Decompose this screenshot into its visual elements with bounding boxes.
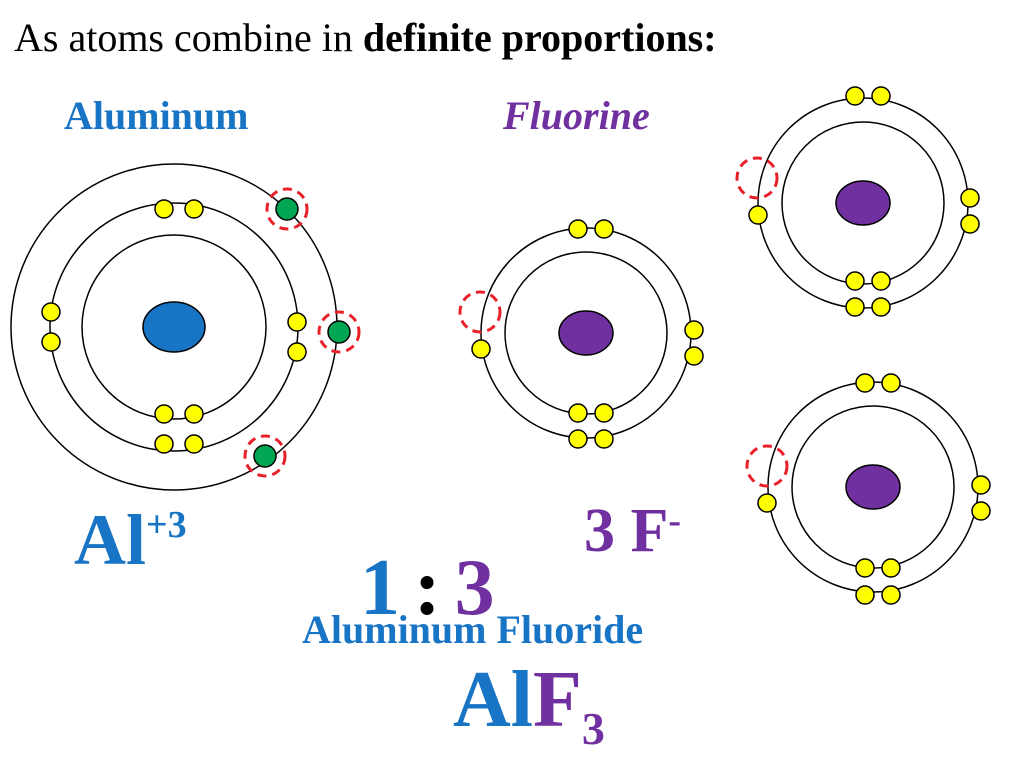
valence-electron bbox=[253, 444, 277, 468]
electron-shell bbox=[81, 234, 267, 420]
electron-gap-marker bbox=[458, 290, 502, 334]
electron bbox=[594, 219, 614, 239]
aluminum-label: Aluminum bbox=[64, 93, 249, 138]
electron bbox=[757, 493, 777, 513]
electron bbox=[287, 342, 307, 362]
nucleus bbox=[845, 464, 901, 510]
electron bbox=[855, 373, 875, 393]
nucleus bbox=[835, 180, 891, 226]
electron bbox=[287, 312, 307, 332]
electron bbox=[154, 199, 174, 219]
fluoride-ion: 3 F- bbox=[584, 497, 682, 565]
electron bbox=[845, 86, 865, 106]
electron bbox=[568, 429, 588, 449]
electron bbox=[960, 214, 980, 234]
electron bbox=[960, 188, 980, 208]
electron bbox=[568, 403, 588, 423]
electron bbox=[748, 205, 768, 225]
electron bbox=[684, 320, 704, 340]
electron bbox=[971, 501, 991, 521]
electron bbox=[855, 585, 875, 605]
electron bbox=[471, 339, 491, 359]
electron bbox=[41, 302, 61, 322]
valence-electron bbox=[327, 320, 351, 344]
compound-name: Aluminum Fluoride bbox=[302, 607, 644, 652]
electron bbox=[881, 373, 901, 393]
electron bbox=[855, 558, 875, 578]
fluorine-label: Fluorine bbox=[503, 93, 650, 138]
electron bbox=[871, 297, 891, 317]
electron bbox=[568, 219, 588, 239]
electron bbox=[154, 434, 174, 454]
electron bbox=[871, 86, 891, 106]
electron bbox=[971, 475, 991, 495]
electron-gap-marker bbox=[735, 156, 779, 200]
electron bbox=[594, 403, 614, 423]
aluminum-ion: Al+3 bbox=[74, 500, 187, 580]
electron-gap-marker bbox=[265, 187, 309, 231]
electron bbox=[41, 332, 61, 352]
page-title: As atoms combine in definite proportions… bbox=[14, 15, 717, 60]
nucleus bbox=[142, 301, 206, 353]
combining-ratio: 1:3 bbox=[360, 544, 495, 632]
electron-gap-marker bbox=[745, 444, 789, 488]
electron-gap-marker bbox=[243, 434, 287, 478]
electron bbox=[845, 271, 865, 291]
electron bbox=[684, 346, 704, 366]
electron bbox=[154, 404, 174, 424]
electron bbox=[845, 297, 865, 317]
electron bbox=[881, 558, 901, 578]
nucleus bbox=[558, 310, 614, 356]
electron bbox=[184, 199, 204, 219]
electron bbox=[184, 434, 204, 454]
electron bbox=[184, 404, 204, 424]
electron bbox=[871, 271, 891, 291]
electron-gap-marker bbox=[317, 310, 361, 354]
electron bbox=[881, 585, 901, 605]
compound-formula: AlF3 bbox=[453, 656, 605, 754]
valence-electron bbox=[275, 197, 299, 221]
electron bbox=[594, 429, 614, 449]
